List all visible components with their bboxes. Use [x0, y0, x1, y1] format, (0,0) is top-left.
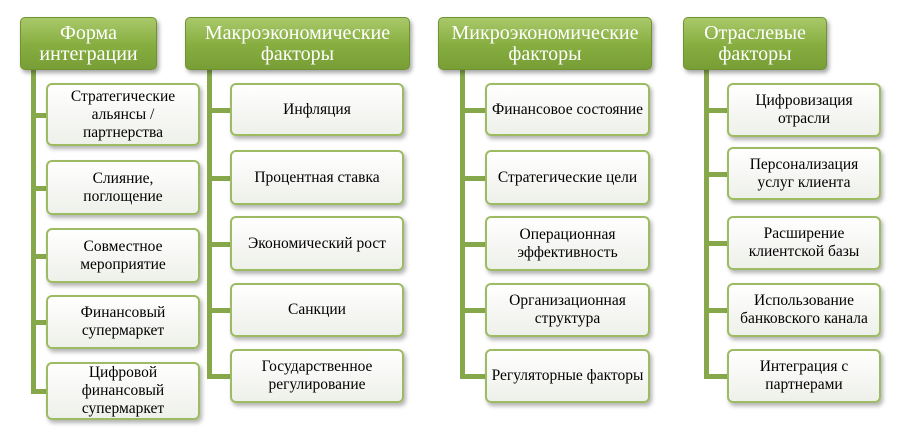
- connector-line: [31, 185, 46, 191]
- factor-box: Операционная эффективность: [485, 216, 650, 271]
- connector-line: [31, 112, 46, 118]
- factor-box: Процентная ставка: [230, 150, 404, 205]
- connector-line: [704, 108, 727, 113]
- factor-box: Финансовый супермаркет: [46, 295, 200, 349]
- factor-box: Государственное регулирование: [230, 349, 404, 403]
- category-header: Отраслевые факторы: [683, 17, 827, 70]
- connector-line: [704, 241, 727, 246]
- factor-box: Регуляторные факторы: [485, 349, 650, 403]
- factor-box: Расширение клиентской базы: [727, 216, 881, 270]
- factor-box: Инфляция: [230, 83, 404, 136]
- factor-box: Интеграция с партнерами: [727, 349, 881, 403]
- factor-box: Слияние, поглощение: [46, 160, 200, 215]
- factor-box: Совместное мероприятие: [46, 228, 200, 283]
- connector-line: [704, 308, 727, 313]
- connector-line: [460, 175, 485, 181]
- factor-box: Стратегические цели: [485, 150, 650, 205]
- connector-line: [31, 389, 46, 394]
- factor-box: Финансовое состояние: [485, 83, 650, 136]
- category-header: Макроэкономические факторы: [185, 17, 410, 70]
- connector-line: [207, 175, 230, 181]
- factor-box: Экономический рост: [230, 216, 404, 271]
- connector-line: [460, 107, 485, 113]
- factor-box: Персонализация услуг клиента: [727, 147, 881, 200]
- factor-box: Цифровой финансовый супермаркет: [46, 362, 200, 420]
- connector-line: [704, 70, 709, 379]
- factor-box: Стратегические альянсы / партнерства: [46, 83, 200, 146]
- factor-box: Организационная структура: [485, 283, 650, 337]
- connector-line: [460, 374, 485, 379]
- factor-box: Санкции: [230, 283, 404, 337]
- category-header: Микроэкономические факторы: [438, 17, 652, 70]
- connector-line: [460, 241, 485, 247]
- connector-line: [460, 70, 465, 379]
- connector-line: [704, 374, 727, 379]
- connector-line: [704, 171, 727, 177]
- connector-line: [31, 253, 46, 259]
- connector-line: [207, 241, 230, 247]
- connector-line: [207, 308, 230, 313]
- connector-line: [207, 107, 230, 113]
- connector-line: [460, 308, 485, 313]
- connector-line: [31, 70, 36, 394]
- connector-line: [31, 320, 46, 325]
- category-header: Форма интеграции: [20, 17, 157, 70]
- factor-box: Цифровизация отрасли: [727, 83, 881, 137]
- connector-line: [207, 70, 212, 379]
- factor-box: Использование банковского канала: [727, 283, 881, 337]
- connector-line: [207, 374, 230, 379]
